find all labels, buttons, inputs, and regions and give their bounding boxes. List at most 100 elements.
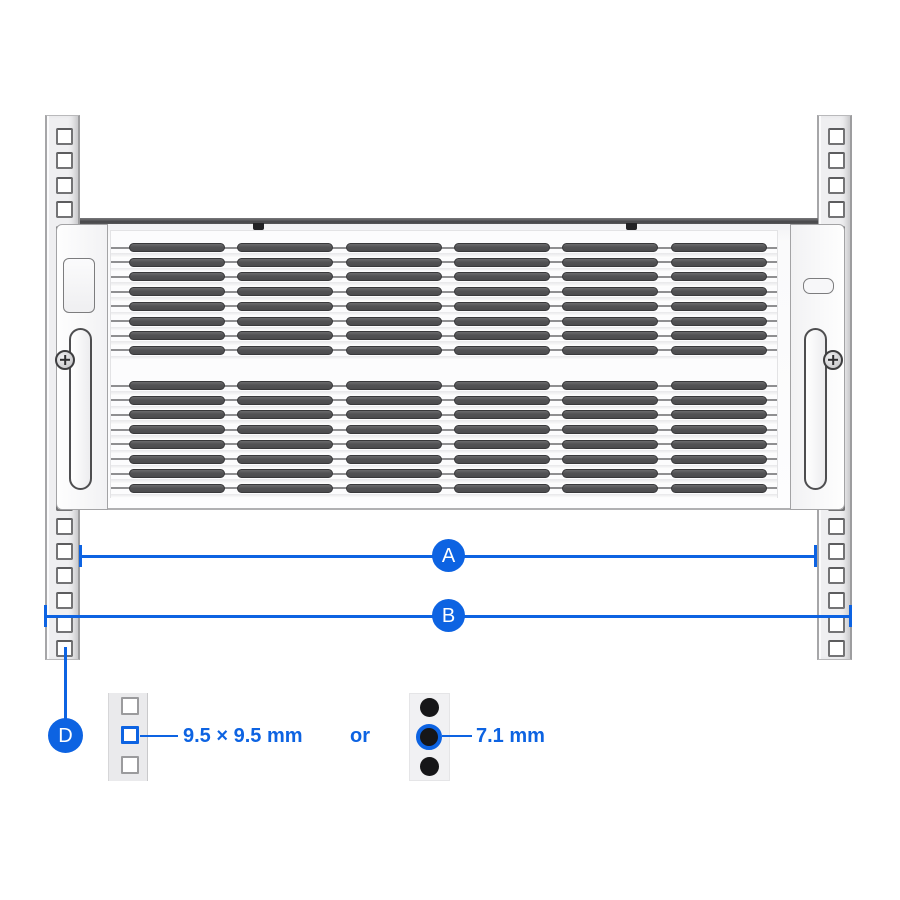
vent-slot (129, 316, 225, 326)
vent-slot (345, 257, 442, 267)
left-latch-panel (63, 258, 95, 313)
vent-slot (129, 454, 225, 464)
vent-row (111, 316, 777, 332)
vent-slot (453, 483, 550, 493)
dimension-a-left-tick (79, 545, 82, 567)
vent-louver-shade (111, 326, 777, 331)
vent-row (111, 331, 777, 346)
vent-slot (562, 425, 659, 435)
vent-louver-shade (111, 282, 777, 287)
vent-row (111, 410, 777, 425)
vent-slot (562, 243, 659, 252)
vent-louver-shade (111, 253, 777, 258)
vent-slot (345, 410, 442, 420)
dimension-b-right-tick (849, 605, 852, 627)
vent-row (111, 395, 777, 411)
vent-slot (453, 439, 550, 449)
round-hole-callout-line (442, 734, 472, 737)
vent-louver-shade (111, 267, 777, 273)
vent-louver-shade (111, 435, 777, 440)
vent-slot (345, 272, 442, 282)
vent-ridge-line (111, 246, 777, 249)
vent-row (111, 272, 777, 287)
vent-slot (670, 395, 767, 405)
vent-slot (129, 483, 225, 493)
vent-slot (345, 381, 442, 390)
vent-slot (345, 287, 442, 297)
vent-slot (453, 345, 550, 355)
vent-slot (237, 316, 334, 326)
dimension-label-d: D (58, 724, 73, 747)
vent-slot (237, 345, 334, 355)
vent-louver-shade (111, 449, 777, 455)
vent-slot (129, 425, 225, 435)
dimension-line-d (64, 647, 67, 719)
vent-slot (345, 425, 442, 435)
rack-post-hole (56, 201, 73, 219)
rack-post-hole (828, 176, 845, 194)
right-label-plate (803, 278, 834, 294)
vent-louver-shade (111, 420, 777, 425)
vent-ridge-line (111, 384, 777, 387)
square-hole-rail-detail (108, 693, 148, 781)
vent-slot (237, 287, 334, 297)
vent-ridge-line (111, 290, 777, 293)
vent-slot (670, 454, 767, 464)
vent-slot (345, 345, 442, 355)
vent-row (111, 287, 777, 302)
vent-louver-shade (111, 311, 777, 317)
vent-slot (453, 301, 550, 311)
dimension-a-right-tick (814, 545, 817, 567)
vent-slot (453, 381, 550, 390)
vent-slot (453, 257, 550, 267)
vent-slot (129, 469, 225, 479)
round-hole-rail-detail (409, 693, 450, 781)
round-hole (420, 757, 439, 776)
vent-slot (129, 410, 225, 420)
vent-slot (562, 257, 659, 267)
vent-grille (110, 230, 778, 499)
vent-slot (670, 301, 767, 311)
server-chassis (80, 218, 818, 510)
right-mounting-ear (790, 224, 845, 510)
vent-slot (670, 243, 767, 252)
vent-slot (562, 410, 659, 420)
right-thumbscrew-icon (823, 350, 843, 370)
vent-slot (345, 243, 442, 252)
rack-post-hole (56, 567, 73, 585)
vent-row (111, 454, 777, 470)
vent-slot (562, 469, 659, 479)
vent-slot (129, 243, 225, 252)
chassis-latch-tab (626, 223, 637, 230)
rack-post-hole (56, 152, 73, 170)
left-thumbscrew-icon (55, 350, 75, 370)
vent-slot (237, 410, 334, 420)
vent-slot (670, 316, 767, 326)
vent-slot (670, 425, 767, 435)
vent-slot (670, 287, 767, 297)
vent-ridge-line (111, 261, 777, 264)
rack-post-hole (828, 518, 845, 536)
vent-louver-shade (111, 493, 777, 499)
vent-slot (453, 454, 550, 464)
vent-slot (237, 301, 334, 311)
rack-post-hole (828, 591, 845, 609)
vent-row (111, 243, 777, 258)
square-hole-highlighted (121, 726, 139, 744)
vent-slot (345, 469, 442, 479)
vent-slot (345, 331, 442, 341)
vent-slot (562, 395, 659, 405)
vent-slot (453, 469, 550, 479)
vent-slot (237, 243, 334, 252)
dimension-badge-d: D (48, 718, 83, 753)
vent-slot (129, 439, 225, 449)
vent-ridge-line (111, 275, 777, 278)
rack-post-hole (56, 591, 73, 609)
vent-slot (453, 331, 550, 341)
rack-post-hole (56, 542, 73, 560)
vent-ridge-line (111, 487, 777, 490)
vent-slot (453, 410, 550, 420)
vent-slot (345, 316, 442, 326)
vent-slot (129, 301, 225, 311)
